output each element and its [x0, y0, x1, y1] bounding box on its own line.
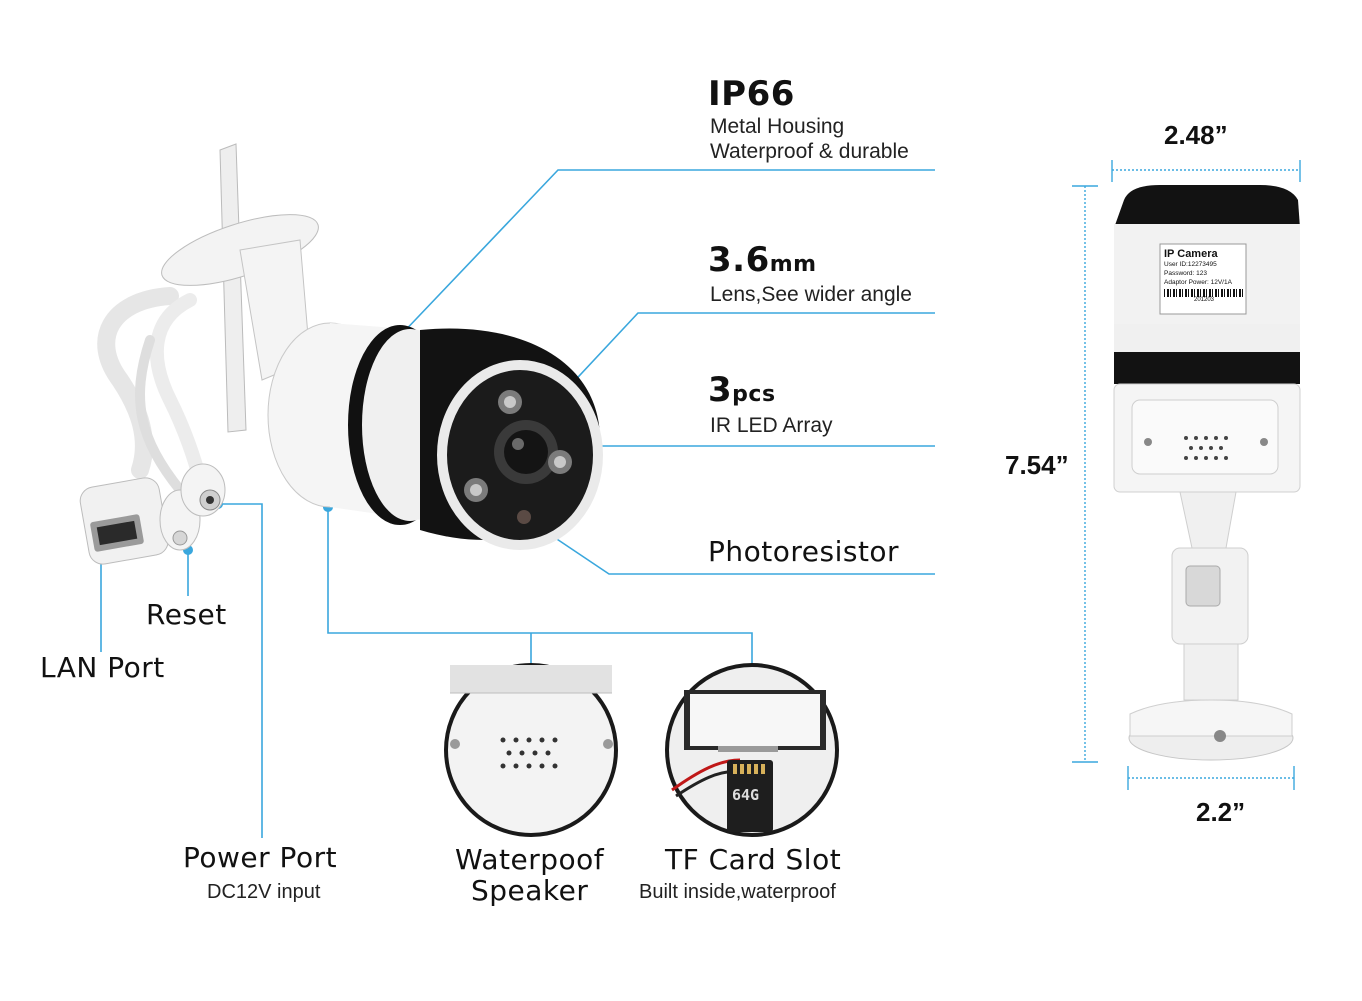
lens-title-unit: mm: [769, 252, 817, 277]
sticker-password: Password: 123: [1164, 270, 1207, 277]
ip66-line2: Waterproof & durable: [710, 140, 909, 163]
ir-title-main: 3: [708, 370, 733, 410]
sticker-user-id: User ID:12273495: [1164, 261, 1217, 268]
camera-main: [79, 143, 603, 565]
sd-card-label: 64G: [732, 786, 760, 804]
camera-sticker: IP Camera User ID:12273495 Password: 123…: [1164, 248, 1244, 303]
ir-title: 3pcs: [708, 370, 776, 410]
lens-subtitle: Lens,See wider angle: [710, 283, 912, 306]
callout-line-ip66: [397, 169, 935, 339]
power-connector: [180, 463, 226, 517]
sticker-adaptor: Adaptor Power: 12V/1A: [1164, 279, 1232, 286]
ip66-line1: Metal Housing: [710, 115, 845, 138]
camera-side-view: [1072, 160, 1301, 790]
dimension-width-top: 2.48”: [1164, 120, 1228, 150]
speaker-detail: [444, 663, 618, 837]
dimension-width-bottom: 2.2”: [1196, 797, 1246, 827]
ip66-title: IP66: [708, 74, 795, 114]
callout-line-power: [218, 503, 263, 838]
power-subtitle: DC12V input: [207, 881, 321, 903]
ir-title-unit: pcs: [732, 382, 776, 407]
photoresistor-title: Photoresistor: [708, 535, 900, 568]
lan-connector: [79, 477, 169, 565]
dimension-height: 7.54”: [1005, 450, 1069, 480]
tf-card-detail: [665, 663, 839, 837]
ir-subtitle: IR LED Array: [710, 414, 833, 437]
callout-line-speaker-tf: [327, 507, 753, 665]
sticker-code: 201203: [1193, 297, 1215, 303]
sticker-title: IP Camera: [1164, 248, 1218, 260]
lens-title: 3.6mm: [708, 240, 817, 280]
reset-title: Reset: [146, 598, 227, 631]
sticker-barcode: [1164, 289, 1244, 297]
power-title: Power Port: [183, 841, 338, 874]
lens-title-main: 3.6: [708, 240, 770, 280]
sd-card-icon: [727, 760, 773, 832]
lan-title: LAN Port: [40, 651, 165, 684]
tf-title: TF Card Slot: [665, 843, 842, 876]
speaker-line1: Waterpoof: [455, 843, 605, 876]
speaker-line2: Speaker: [471, 874, 589, 907]
tf-subtitle: Built inside,waterproof: [639, 881, 836, 903]
